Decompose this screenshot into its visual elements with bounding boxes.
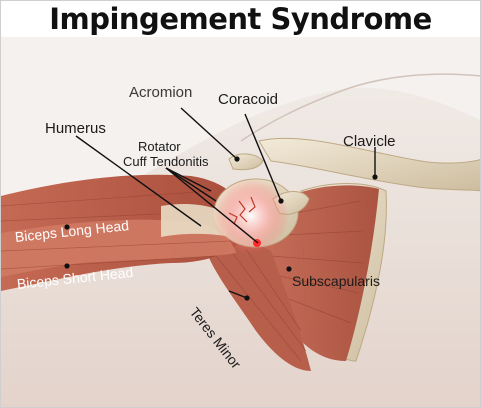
inflammation-glow <box>213 178 289 254</box>
label-rotator: Rotator <box>138 139 181 154</box>
page-title: Impingement Syndrome <box>1 1 480 37</box>
label-humerus: Humerus <box>45 120 106 137</box>
label-coracoid: Coracoid <box>218 91 279 108</box>
clavicle-bone <box>258 137 480 192</box>
label-clavicle: Clavicle <box>343 133 396 150</box>
tendon-tears <box>228 196 256 225</box>
label-acromion: Acromion <box>129 84 193 101</box>
shoulder-outline <box>240 73 480 142</box>
label-cuff-tendonitis: Cuff Tendonitis <box>123 154 209 169</box>
label-subscapularis: Subscapularis <box>292 273 380 289</box>
leader-dots <box>64 156 378 301</box>
teres-minor-muscle <box>206 243 311 371</box>
leader-lines <box>75 107 376 299</box>
